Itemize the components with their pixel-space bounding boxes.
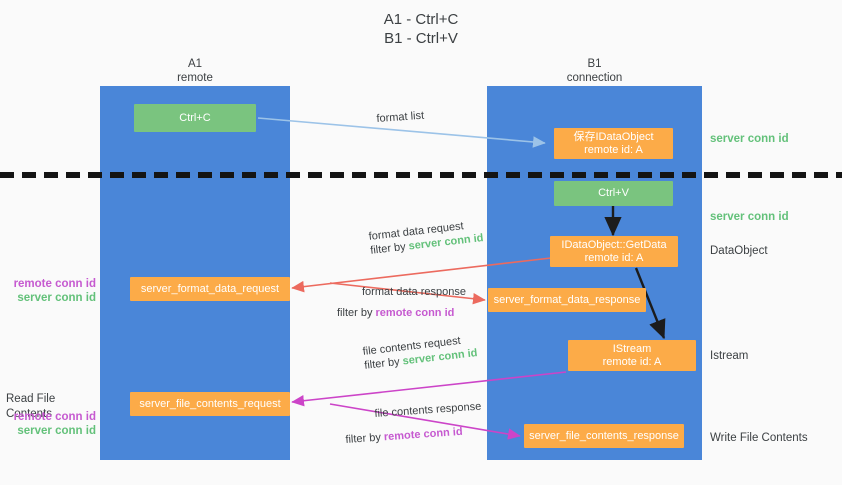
edge-label-format-data-request-prefix: filter by (369, 240, 410, 257)
label-server-conn-id-top: server conn id (710, 133, 789, 145)
box-getdata-line1: IDataObject::GetData (561, 238, 667, 251)
box-ctrl-v[interactable]: Ctrl+V (554, 181, 673, 206)
lane-header-b1: B1 connection (487, 57, 702, 85)
label-server-conn-id-mid: server conn id (710, 211, 789, 223)
box-save-idataobject-line2: remote id: A (584, 143, 643, 156)
box-getdata-line2: remote id: A (584, 251, 644, 264)
box-ctrl-c-label: Ctrl+C (179, 111, 211, 124)
edge-label-format-data-response-highlight: remote conn id (375, 307, 455, 319)
box-istream-line1: IStream (612, 342, 652, 355)
edge-label-file-contents-response-filter: filter by remote conn id (345, 425, 463, 447)
label-istream: Istream (710, 350, 749, 362)
box-server-format-data-request[interactable]: server_format_data_request (130, 277, 290, 301)
box-ctrl-c[interactable]: Ctrl+C (134, 104, 256, 132)
phase-divider (0, 172, 842, 178)
box-istream[interactable]: IStream remote id: A (568, 340, 696, 371)
edge-label-format-data-response-prefix: filter by (337, 307, 376, 319)
label-write-file-contents: Write File Contents (710, 432, 808, 444)
title-line-2: B1 - Ctrl+V (384, 30, 458, 47)
edge-label-format-data-response-line1: format data response (362, 286, 466, 298)
label-group-conn-id-upper: remote conn id server conn id (8, 277, 96, 305)
lane-b1-role: connection (566, 72, 623, 84)
label-group-conn-id-lower: remote conn id server conn id (8, 410, 96, 438)
box-server-format-data-response[interactable]: server_format_data_response (488, 288, 646, 312)
edge-label-format-data-response-filter: filter by remote conn id (337, 306, 454, 320)
lane-a1-role: remote (177, 72, 213, 84)
edge-label-format-list: format list (376, 109, 425, 125)
edge-label-format-data-response: format data response (362, 285, 466, 299)
label-read-file-contents: Read File Contents (6, 393, 56, 420)
label-server-conn-id-lower: server conn id (17, 425, 96, 437)
box-save-idataobject-line1: 保存IDataObject (573, 130, 654, 143)
edge-label-file-contents-request: file contents request filter by server c… (362, 332, 478, 373)
box-getdata[interactable]: IDataObject::GetData remote id: A (550, 236, 678, 267)
lane-header-a1: A1 remote (100, 57, 290, 85)
edge-label-file-contents-request-prefix: filter by (363, 355, 404, 372)
box-server-file-contents-response-label: server_file_contents_response (529, 429, 679, 442)
edge-label-file-contents-response-prefix: filter by (345, 431, 385, 446)
edge-label-format-data-request: format data request filter by server con… (368, 217, 484, 258)
page-title: A1 - Ctrl+C B1 - Ctrl+V (0, 10, 842, 48)
box-ctrl-v-label: Ctrl+V (598, 187, 629, 199)
box-server-file-contents-request-label: server_file_contents_request (139, 397, 281, 410)
lane-a1-name: A1 (187, 58, 203, 70)
edge-label-file-contents-response: file contents response (374, 400, 482, 420)
box-server-format-data-request-label: server_format_data_request (140, 282, 280, 295)
label-remote-conn-id-upper: remote conn id (13, 278, 96, 290)
box-server-format-data-response-label: server_format_data_response (493, 293, 641, 306)
box-server-file-contents-request[interactable]: server_file_contents_request (130, 392, 290, 416)
box-istream-line2: remote id: A (602, 355, 662, 368)
box-server-file-contents-response[interactable]: server_file_contents_response (524, 424, 684, 448)
label-server-conn-id-upper: server conn id (17, 292, 96, 304)
title-line-1: A1 - Ctrl+C (383, 11, 459, 28)
edge-label-file-contents-response-highlight: remote conn id (383, 425, 463, 444)
box-save-idataobject[interactable]: 保存IDataObject remote id: A (554, 128, 673, 159)
lane-b1-name: B1 (587, 58, 602, 70)
label-dataobject: DataObject (710, 245, 768, 257)
label-remote-conn-id-lower: remote conn id (13, 411, 96, 423)
